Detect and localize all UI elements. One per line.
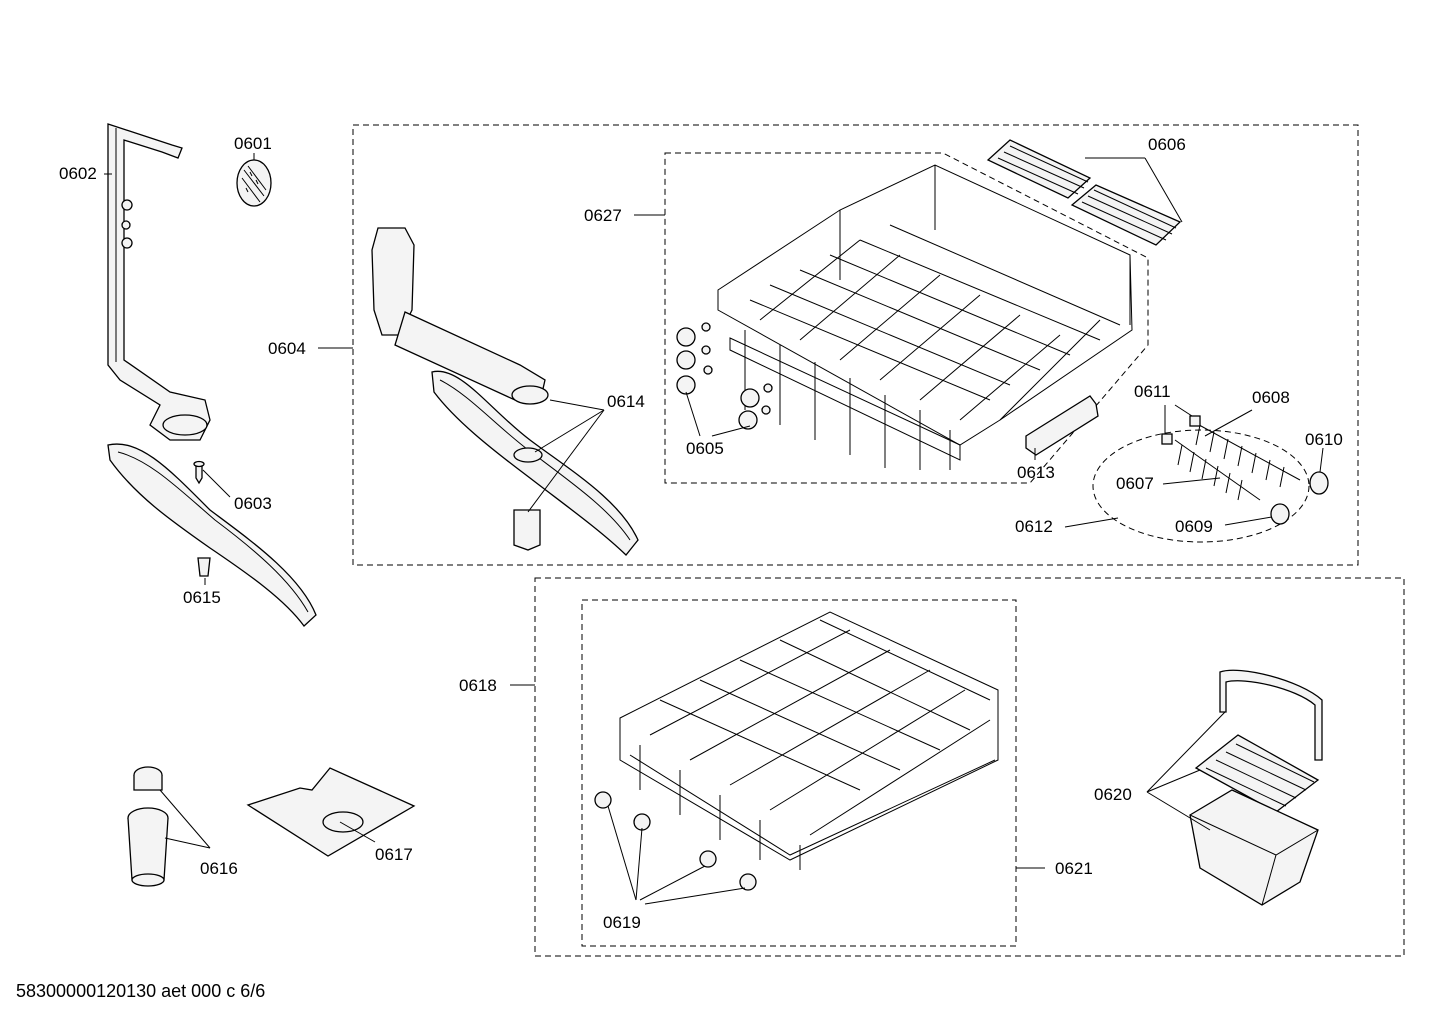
label-0606: 0606 <box>1148 135 1186 154</box>
rail-kit-ellipse <box>1092 429 1310 543</box>
label-0619: 0619 <box>603 913 641 932</box>
shelf-racks-part <box>986 139 1182 246</box>
label-0608: 0608 <box>1252 388 1290 407</box>
handle-cover-part <box>1025 395 1099 456</box>
label-0609: 0609 <box>1175 517 1213 536</box>
label-0614: 0614 <box>607 392 645 411</box>
lower-wheels-part <box>594 791 757 891</box>
label-0616: 0616 <box>200 859 238 878</box>
cutlery-basket-part <box>1189 669 1323 906</box>
screw-part <box>193 460 205 485</box>
upper-wheels-part <box>676 322 773 430</box>
label-0603: 0603 <box>234 494 272 513</box>
label-0604: 0604 <box>268 339 306 358</box>
nozzle-part <box>236 159 272 207</box>
supply-tube-part <box>107 123 211 441</box>
leader-lines <box>104 153 1324 905</box>
label-0617: 0617 <box>375 845 413 864</box>
upper-basket-part <box>717 164 1133 470</box>
document-code: 58300000120130 aet 000 c 6/6 <box>16 981 266 1001</box>
label-0615: 0615 <box>183 588 221 607</box>
filter-part <box>127 766 169 887</box>
rail-kit-part <box>1161 415 1329 525</box>
upper-rack-box <box>664 152 1149 484</box>
label-0618: 0618 <box>459 676 497 695</box>
lower-rack-box <box>581 599 1017 947</box>
label-0602: 0602 <box>59 164 97 183</box>
upper-group-box <box>352 124 1359 566</box>
upper-feed-tube-part <box>371 227 549 405</box>
label-0620: 0620 <box>1094 785 1132 804</box>
lower-spray-arm-part <box>107 443 317 627</box>
label-0611: 0611 <box>1134 382 1171 401</box>
label-0627: 0627 <box>584 206 622 225</box>
label-0605: 0605 <box>686 439 724 458</box>
label-0621: 0621 <box>1055 859 1093 878</box>
label-0613: 0613 <box>1017 463 1055 482</box>
label-0612: 0612 <box>1015 517 1053 536</box>
lower-basket-part <box>619 611 999 870</box>
upper-spray-arm-part <box>431 370 639 556</box>
lower-group-box <box>534 577 1405 957</box>
label-0610: 0610 <box>1305 430 1343 449</box>
label-0601: 0601 <box>234 134 272 153</box>
filter-plate-part <box>246 767 416 857</box>
label-0607: 0607 <box>1116 474 1154 493</box>
